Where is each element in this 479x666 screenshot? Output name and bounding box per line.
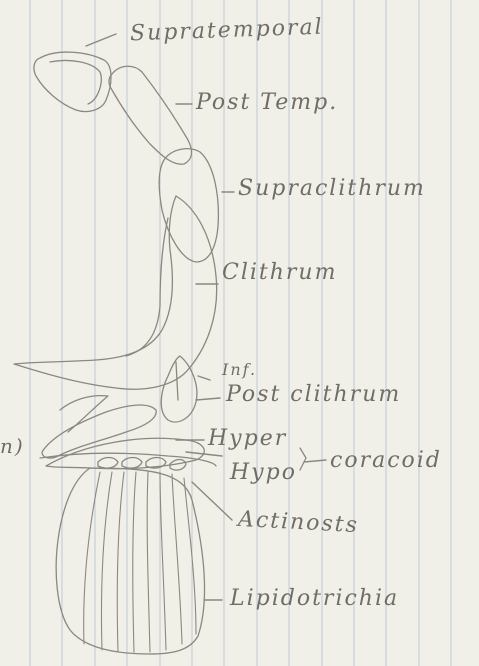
label-edge-fragment: n) (0, 436, 25, 456)
label-lepidotrichia: Lipidotrichia (230, 588, 399, 610)
hypocoracoid-plate (40, 453, 216, 466)
post-cleithrum-spine (176, 362, 178, 400)
coracoid-bone (42, 405, 156, 458)
supratemporal-inner (50, 60, 101, 104)
label-post-temporal: Post Temp. (196, 92, 338, 114)
cleithrum-bone (14, 196, 217, 389)
label-supracleithrum: Supraclithrum (238, 178, 426, 200)
fin-rays (84, 472, 196, 652)
label-coracoid: coracoid (330, 450, 442, 472)
cleithrum-inner (126, 218, 168, 356)
label-post-cleithrum: Post clithrum (226, 384, 401, 406)
label-hypocoracoid: Hypo (230, 462, 297, 484)
label-hypercoracoid: Hyper (208, 428, 287, 450)
label-inferior: Inf. (222, 362, 257, 378)
coracoid-bracket (300, 448, 306, 470)
label-cleithrum: Clithrum (222, 262, 337, 284)
fin-outline (56, 468, 204, 654)
